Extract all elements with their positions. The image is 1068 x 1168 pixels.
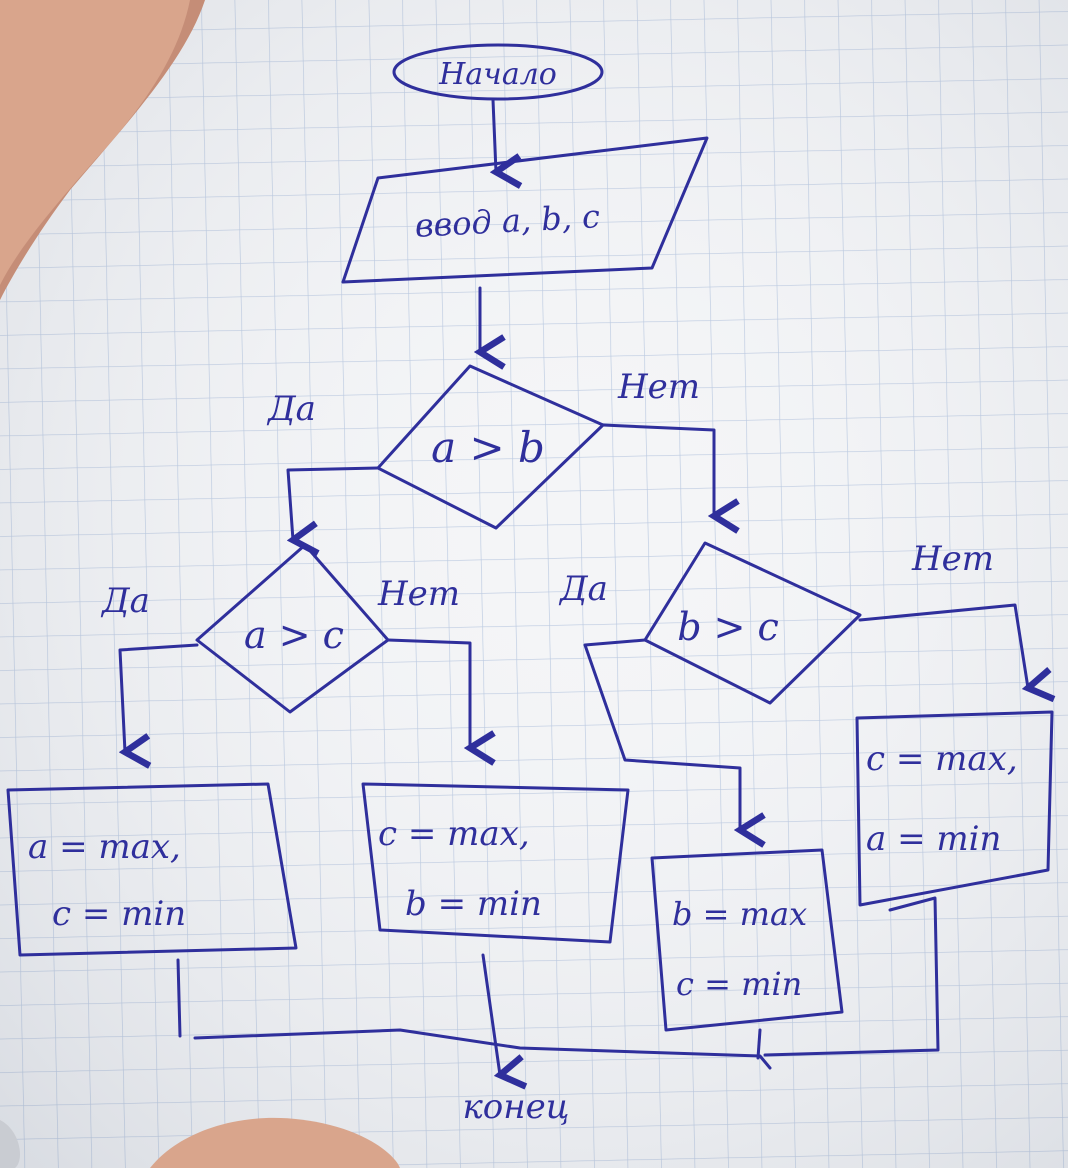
end-label: конец — [462, 1087, 569, 1127]
arrow-yes-1 — [286, 466, 380, 540]
no-label-top: Нет — [617, 367, 700, 407]
thumb-top-left-shadow — [0, 0, 205, 300]
arrow-no-2 — [386, 638, 470, 748]
result-box-4 — [855, 710, 1054, 907]
box-3-line-1: b = max — [672, 895, 807, 933]
start-label: Начало — [438, 57, 557, 92]
arrow-yes-2 — [118, 643, 199, 752]
box-2-line-2: b = min — [405, 884, 542, 924]
box-1-line-2: c = min — [52, 894, 186, 934]
result-box-3 — [650, 848, 844, 1032]
start-terminal — [392, 43, 604, 101]
decision-2-label: a > c — [244, 613, 344, 657]
finger-bottom — [150, 1117, 400, 1168]
no-label-right: Нет — [911, 539, 994, 579]
box-4-line-2: a = min — [866, 819, 1001, 859]
result-box-1 — [6, 782, 298, 957]
no-label-left: Нет — [377, 574, 460, 614]
arrow-start-to-input — [493, 98, 496, 172]
thumb-top-left — [0, 0, 205, 300]
box-1-line-1: a = max, — [28, 827, 181, 867]
connector-box-4 — [763, 896, 940, 1057]
connector-box-3 — [756, 1028, 762, 1060]
yes-label-top: Да — [266, 389, 316, 429]
decision-1-label: a > b — [431, 423, 545, 472]
decision-a-gt-c — [195, 543, 390, 714]
paper-curl-bottom-left — [0, 1120, 20, 1168]
input-parallelogram — [341, 136, 709, 284]
box-2-line-1: c = max, — [378, 814, 530, 854]
box-3-line-2: c = min — [676, 965, 802, 1003]
decision-b-gt-c — [643, 541, 862, 705]
connector-box-1 — [176, 958, 182, 1038]
connector-box-2 — [481, 953, 500, 1075]
connector-merge-line — [193, 1028, 772, 1070]
decision-a-gt-b — [376, 364, 605, 530]
box-4-line-1: c = max, — [866, 739, 1018, 779]
arrow-no-3 — [858, 603, 1028, 688]
arrow-no-1 — [601, 423, 714, 516]
yes-label-left: Да — [100, 581, 150, 621]
decision-3-label: b > c — [677, 605, 779, 649]
yes-label-right: Да — [558, 569, 608, 609]
arrow-yes-3 — [583, 638, 740, 830]
result-box-2 — [361, 782, 630, 944]
